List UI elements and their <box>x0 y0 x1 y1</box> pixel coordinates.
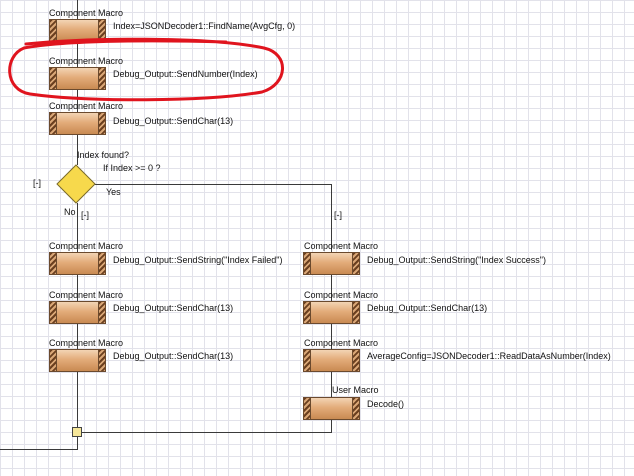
find-name-macro-block[interactable] <box>49 19 106 42</box>
decision-condition: If Index >= 0 ? <box>103 163 161 173</box>
macro-call-label: Debug_Output::SendChar(13) <box>367 303 488 313</box>
macro-kind-label: Component Macro <box>304 338 379 348</box>
macro-call-label: AverageConfig=JSONDecoder1::ReadDataAsNu… <box>367 351 611 361</box>
no-branch-collapse-toggle[interactable]: [-] <box>81 210 89 220</box>
send-char-macro-block[interactable] <box>49 301 106 324</box>
macro-kind-label: User Macro <box>332 385 379 395</box>
macro-kind-label: Component Macro <box>49 8 124 18</box>
macro-call-label: Debug_Output::SendChar(13) <box>113 303 234 313</box>
decision-collapse-toggle[interactable]: [-] <box>33 178 41 188</box>
send-char-macro-block[interactable] <box>49 112 106 135</box>
macro-call-label: Debug_Output::SendNumber(Index) <box>113 69 258 79</box>
decision-diamond[interactable] <box>56 164 96 204</box>
macro-kind-label: Component Macro <box>49 290 124 300</box>
send-string-failed-block[interactable] <box>49 252 106 275</box>
send-char-macro-block[interactable] <box>49 349 106 372</box>
macro-call-label: Debug_Output::SendString("Index Success"… <box>367 255 546 265</box>
macro-call-label: Debug_Output::SendString("Index Failed") <box>113 255 283 265</box>
read-data-macro-block[interactable] <box>303 349 360 372</box>
yes-branch-label: Yes <box>106 187 121 197</box>
no-branch-label: No <box>64 207 76 217</box>
macro-kind-label: Component Macro <box>49 241 124 251</box>
send-string-success-block[interactable] <box>303 252 360 275</box>
macro-kind-label: Component Macro <box>49 56 124 66</box>
macro-kind-label: Component Macro <box>304 241 379 251</box>
send-number-macro-block[interactable] <box>49 67 106 90</box>
yes-branch-top-line <box>95 184 331 185</box>
macro-call-label: Debug_Output::SendChar(13) <box>113 116 234 126</box>
exit-line <box>0 449 78 450</box>
decision-title: Index found? <box>77 150 130 160</box>
decode-user-macro-block[interactable] <box>303 397 360 420</box>
send-char-macro-block[interactable] <box>303 301 360 324</box>
macro-kind-label: Component Macro <box>49 338 124 348</box>
macro-call-label: Debug_Output::SendChar(13) <box>113 351 234 361</box>
merge-junction[interactable] <box>72 427 82 437</box>
yes-branch-collapse-toggle[interactable]: [-] <box>334 210 342 220</box>
no-branch-line <box>77 203 78 449</box>
macro-kind-label: Component Macro <box>304 290 379 300</box>
macro-kind-label: Component Macro <box>49 101 124 111</box>
macro-call-label: Index=JSONDecoder1::FindName(AvgCfg, 0) <box>113 21 296 31</box>
macro-call-label: Decode() <box>367 399 405 409</box>
merge-line <box>82 432 332 433</box>
